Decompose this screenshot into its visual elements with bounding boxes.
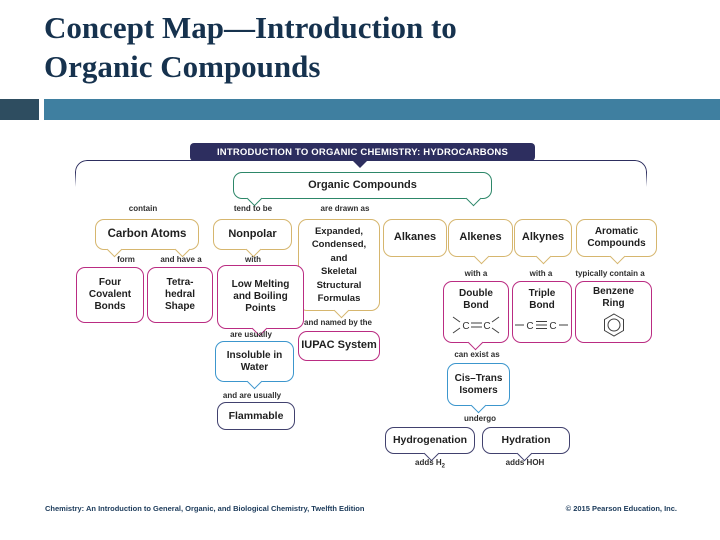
- edge-label-and-have-a: and have a: [160, 255, 202, 264]
- edge-label-and-named-by-the: and named by the: [303, 318, 373, 327]
- node-structural-formulas: Expanded, Condensed, and Skeletal Struct…: [298, 219, 380, 319]
- node-label: Carbon Atoms: [107, 227, 187, 240]
- edge-label-with-a: with a: [529, 269, 553, 278]
- node-insoluble-in-water: Insoluble in Water: [215, 341, 294, 390]
- connector-notch: [609, 248, 626, 265]
- node-cis-trans-isomers: Cis–Trans Isomers: [447, 363, 510, 414]
- node-carbon-atoms: Carbon Atoms: [95, 219, 199, 258]
- node-label: Triple Bond: [528, 288, 556, 311]
- divider-bar-light: [44, 99, 720, 120]
- edge-label-contain: contain: [128, 204, 158, 213]
- node-double-bond: Double Bond C C: [443, 281, 509, 351]
- node-benzene-ring: Benzene Ring: [575, 281, 652, 343]
- node-alkynes: Alkynes: [514, 219, 572, 265]
- banner-pointer-icon: [352, 160, 368, 168]
- double-bond-structure-icon: C C: [452, 316, 500, 334]
- svg-text:C: C: [549, 321, 556, 332]
- node-organic-compounds: Organic Compounds: [233, 172, 492, 207]
- node-iupac-system: IUPAC System: [298, 331, 380, 361]
- benzene-ring-icon: [603, 313, 624, 337]
- node-triple-bond: Triple Bond C C: [512, 281, 572, 343]
- edge-label-adds-hoh: adds HOH: [505, 458, 545, 467]
- node-label: Alkynes: [521, 231, 565, 244]
- node-label: Alkanes: [393, 231, 437, 244]
- slide-title: Concept Map—Introduction to Organic Comp…: [44, 10, 457, 84]
- adds-h2-text: adds H: [414, 458, 442, 467]
- edge-label-are-usually: are usually: [230, 330, 272, 339]
- footer-copyright: © 2015 Pearson Education, Inc.: [565, 504, 677, 513]
- edge-label-are-drawn-as: are drawn as: [320, 204, 370, 213]
- svg-text:C: C: [526, 321, 533, 332]
- connector-notch: [473, 248, 490, 265]
- node-label: Flammable: [228, 409, 284, 422]
- edge-label-and-are-usually: and are usually: [222, 391, 282, 400]
- triple-bond-structure-icon: C C: [515, 321, 568, 332]
- node-low-melting-boiling-points: Low Melting and Boiling Points: [217, 265, 304, 337]
- node-label: Hydrogenation: [392, 434, 468, 447]
- node-label: Alkenes: [459, 231, 502, 244]
- edge-label-with: with: [245, 255, 261, 264]
- edge-label-undergo: undergo: [464, 414, 496, 423]
- map-banner: INTRODUCTION TO ORGANIC CHEMISTRY: HYDRO…: [190, 143, 535, 161]
- node-tetrahedral-shape: Tetra- hedral Shape: [147, 267, 213, 323]
- node-label: IUPAC System: [301, 339, 377, 352]
- node-label: Tetra- hedral Shape: [164, 277, 195, 312]
- adds-h2-subscript: 2: [441, 463, 446, 470]
- node-flammable: Flammable: [217, 402, 295, 430]
- node-label: Low Melting and Boiling Points: [231, 279, 290, 314]
- svg-text:C: C: [462, 321, 469, 332]
- node-label: Four Covalent Bonds: [88, 277, 132, 312]
- node-hydrogenation: Hydrogenation: [385, 427, 475, 462]
- node-alkenes: Alkenes: [448, 219, 513, 265]
- connector-notch: [465, 190, 482, 207]
- node-nonpolar: Nonpolar: [213, 219, 292, 258]
- node-hydration: Hydration: [482, 427, 570, 462]
- node-label: Expanded, Condensed, and Skeletal Struct…: [311, 225, 367, 305]
- divider-bar-dark: [0, 99, 39, 120]
- node-four-covalent-bonds: Four Covalent Bonds: [76, 267, 144, 323]
- node-label: Insoluble in Water: [226, 349, 283, 373]
- node-label: Nonpolar: [228, 227, 277, 240]
- node-label: Organic Compounds: [308, 178, 417, 191]
- node-label: Hydration: [501, 434, 551, 447]
- connector-notch: [535, 248, 552, 265]
- node-label: Double Bond: [459, 288, 493, 311]
- node-aromatic-compounds: Aromatic Compounds: [576, 219, 657, 265]
- edge-label-can-exist-as: can exist as: [454, 350, 500, 359]
- edge-label-adds-h2: adds H2: [415, 458, 445, 470]
- svg-text:C: C: [483, 321, 490, 332]
- edge-label-typically-contain-a: typically contain a: [575, 269, 645, 278]
- footer-book-title: Chemistry: An Introduction to General, O…: [45, 504, 365, 513]
- edge-label-tend-to-be: tend to be: [233, 204, 273, 213]
- connector-notch: [246, 373, 263, 390]
- node-label: Aromatic Compounds: [587, 226, 646, 249]
- connector-notch: [467, 334, 484, 351]
- node-label: Cis–Trans Isomers: [454, 372, 503, 396]
- connector-notch: [470, 397, 487, 414]
- edge-label-with-a: with a: [464, 269, 488, 278]
- node-alkanes: Alkanes: [383, 219, 447, 257]
- node-label: Benzene Ring: [592, 286, 635, 309]
- edge-label-form: form: [117, 255, 135, 264]
